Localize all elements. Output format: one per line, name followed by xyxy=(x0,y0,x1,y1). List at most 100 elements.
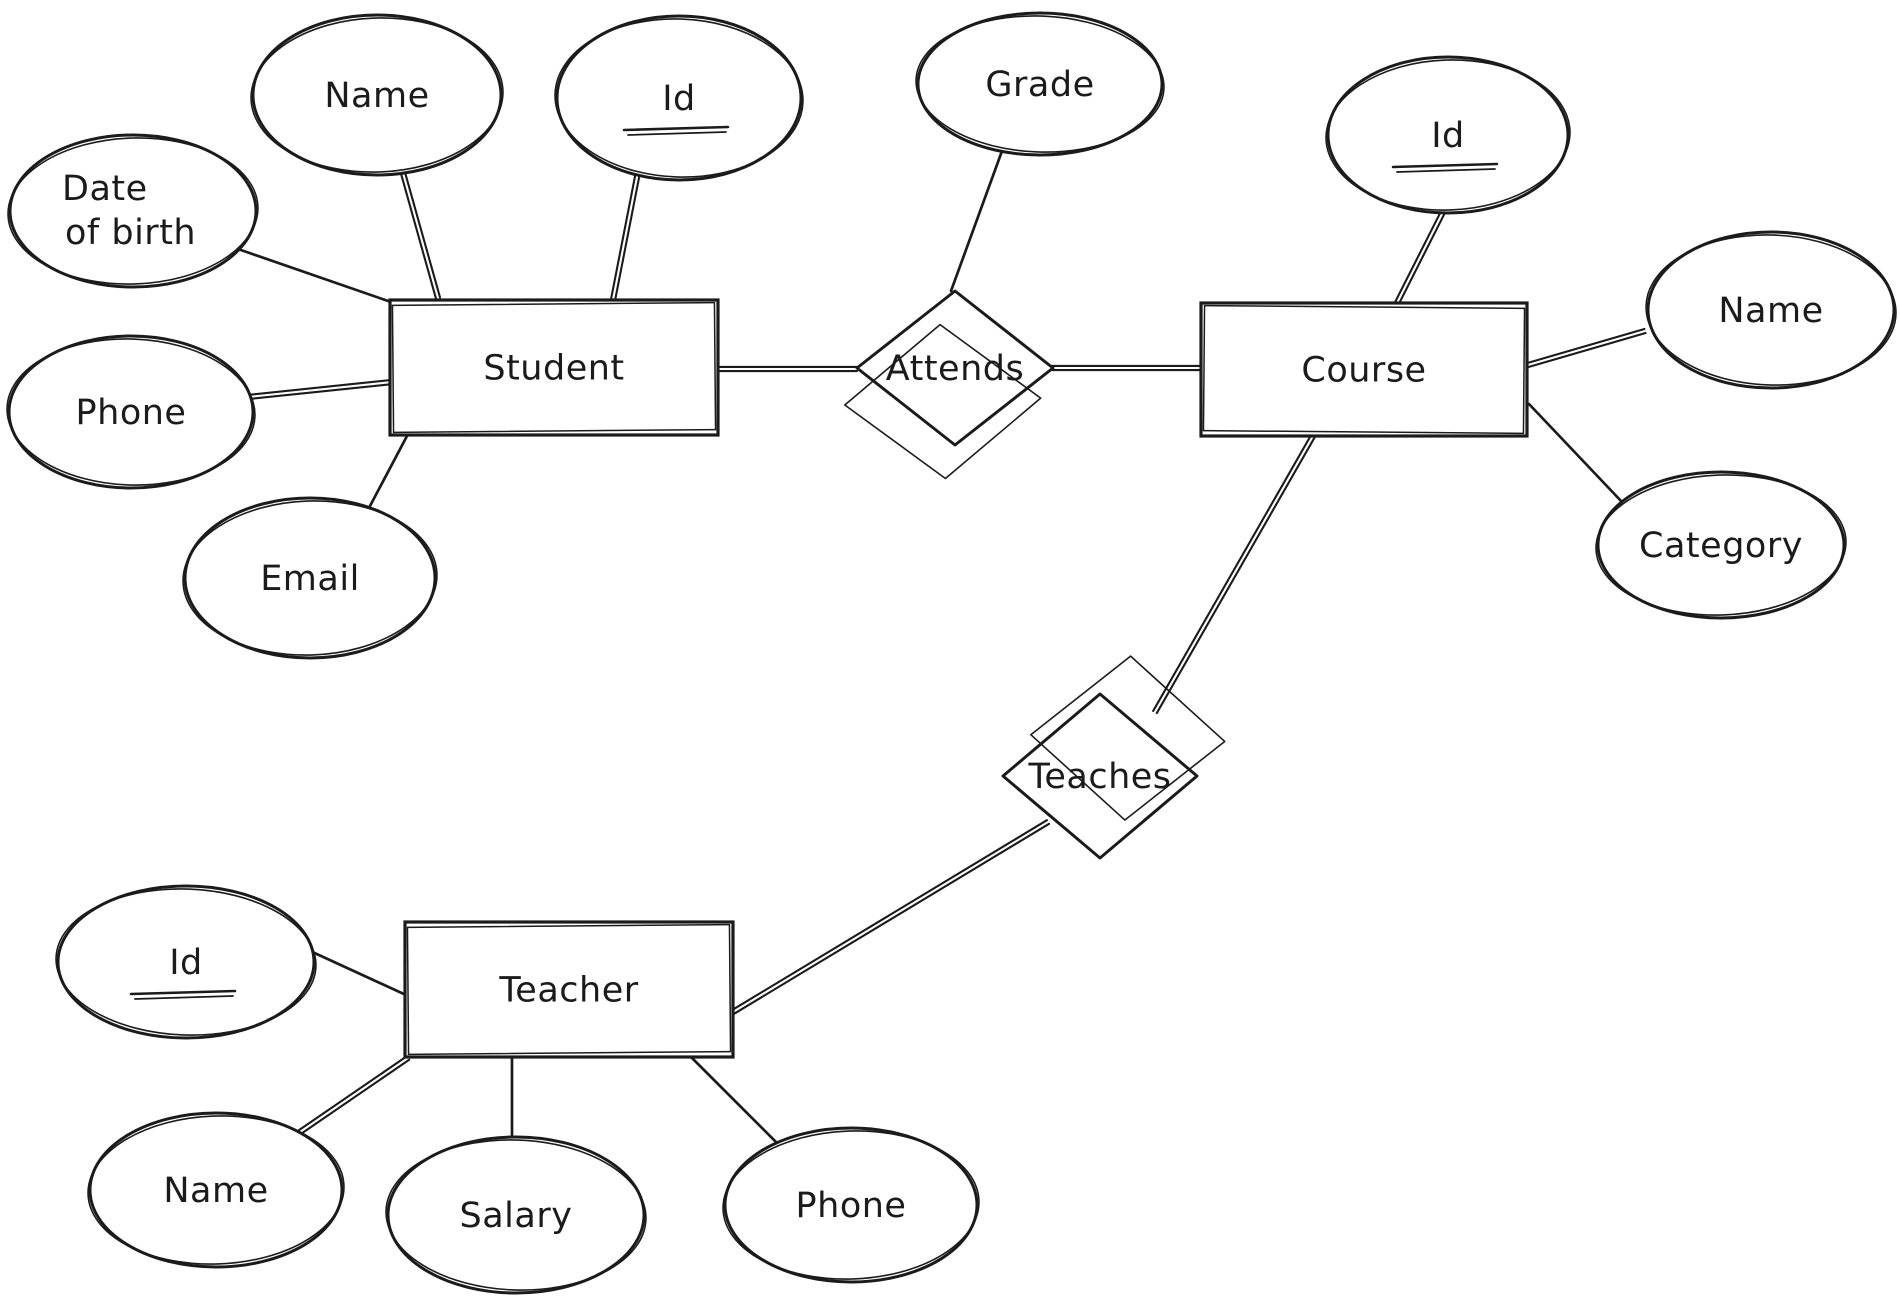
connector-student--attends xyxy=(716,365,859,373)
connector-student-phone--student xyxy=(246,378,394,401)
connector-line xyxy=(247,383,394,401)
relationship-attends: Attends xyxy=(843,289,1055,480)
entity-teacher: Teacher xyxy=(403,920,735,1059)
connector-teacher-name--teacher xyxy=(297,1055,411,1135)
attribute-student-name: Name xyxy=(250,13,504,177)
connector-line xyxy=(246,378,393,396)
connector-line xyxy=(399,172,438,300)
entity-course: Course xyxy=(1199,301,1529,438)
attribute-ellipse-sketch xyxy=(182,500,438,656)
connector-course-name--course xyxy=(1526,327,1647,369)
connector-course--teaches xyxy=(1152,433,1316,715)
attribute-ellipse-sketch xyxy=(7,137,259,285)
attribute-label: Phone xyxy=(796,1186,907,1226)
connector-line xyxy=(368,434,409,508)
attribute-teacher-phone: Phone xyxy=(722,1126,980,1284)
attribute-label: Name xyxy=(163,1171,268,1211)
attribute-student-phone: Phone xyxy=(6,334,256,490)
attribute-student-id: Id xyxy=(554,14,804,182)
connector-line xyxy=(1155,435,1316,715)
connector-attends--course xyxy=(1050,364,1203,372)
entity-box-sketch xyxy=(391,301,717,434)
attribute-teacher-salary: Salary xyxy=(385,1135,647,1295)
connector-line xyxy=(1527,331,1647,369)
connector-student-email--student xyxy=(368,434,409,508)
connector-line xyxy=(1152,433,1313,713)
connector-line xyxy=(949,149,1004,293)
attribute-label: Category xyxy=(1639,526,1803,566)
attribute-ellipse xyxy=(1326,55,1570,215)
connectors xyxy=(236,149,1647,1147)
attribute-ellipse-sketch xyxy=(1595,474,1847,616)
connector-course-category--course xyxy=(1527,402,1624,504)
attribute-label: Id xyxy=(662,79,696,119)
connector-line xyxy=(1527,402,1624,504)
connector-course-id--course xyxy=(1394,208,1447,305)
attribute-ellipse xyxy=(723,1126,979,1284)
attribute-label-line: of birth xyxy=(65,213,196,253)
connector-attends-grade--attends xyxy=(949,149,1004,293)
attribute-ellipse-sketch xyxy=(722,1130,980,1280)
attribute-ellipse xyxy=(251,13,503,177)
attribute-ellipse-sketch xyxy=(6,338,256,486)
attribute-teacher-id: Id xyxy=(55,884,317,1040)
connector-line xyxy=(730,819,1048,1012)
key-underline xyxy=(129,989,237,996)
connector-line xyxy=(1397,209,1447,305)
relationship-diamond-sketch xyxy=(843,323,1042,480)
entity-box xyxy=(403,920,735,1059)
attribute-ellipse xyxy=(1596,470,1846,620)
connector-teaches--teacher xyxy=(730,819,1051,1015)
attribute-label: Grade xyxy=(985,65,1094,105)
attribute-ellipse-sketch xyxy=(250,17,504,173)
relationship-teaches: Teaches xyxy=(1001,655,1226,860)
key-underline-sketch xyxy=(1396,168,1496,173)
relationship-diamond xyxy=(855,289,1055,447)
connector-line xyxy=(236,247,393,304)
entity-label: Teacher xyxy=(498,971,638,1011)
attribute-label: Email xyxy=(260,559,360,599)
attribute-course-category: Category xyxy=(1595,470,1847,620)
key-underline xyxy=(1391,162,1499,169)
connector-line xyxy=(403,171,442,299)
relationship-label: Attends xyxy=(886,349,1024,389)
attribute-attends-grade: Grade xyxy=(915,11,1165,157)
attribute-ellipse-sketch xyxy=(385,1139,647,1291)
attribute-course-name: Name xyxy=(1645,230,1897,390)
attribute-ellipse xyxy=(555,14,803,182)
attribute-label: Id xyxy=(169,943,203,983)
connector-line xyxy=(300,1058,411,1135)
attribute-ellipse xyxy=(1646,230,1896,390)
connector-student-name--student xyxy=(399,171,442,300)
connector-student-dob--student xyxy=(236,247,393,304)
attribute-teacher-name: Name xyxy=(87,1111,345,1269)
relationship-diamond-sketch xyxy=(1030,655,1226,821)
attribute-ellipse xyxy=(916,11,1164,157)
attribute-ellipse xyxy=(56,884,316,1040)
relationship-diamond xyxy=(1001,692,1199,860)
attribute-label: Id xyxy=(1431,116,1465,156)
connector-line xyxy=(1526,327,1646,365)
attribute-label: Salary xyxy=(460,1196,573,1236)
entity-label: Course xyxy=(1301,351,1426,391)
key-underline-sketch xyxy=(627,131,727,136)
connector-teacher-phone--teacher xyxy=(690,1056,781,1147)
attribute-ellipse-sketch xyxy=(1645,234,1897,386)
attribute-ellipse-sketch xyxy=(1325,59,1571,211)
attribute-label-line: Date xyxy=(62,169,148,209)
connector-line xyxy=(690,1056,781,1147)
attribute-ellipse xyxy=(183,496,437,660)
connector-line xyxy=(297,1055,408,1132)
entity-student: Student xyxy=(388,298,720,437)
attribute-ellipse-sketch xyxy=(55,888,317,1036)
connector-teacher-id--teacher xyxy=(306,948,408,997)
connector-line xyxy=(733,822,1051,1015)
attribute-ellipse xyxy=(7,334,255,490)
entity-box xyxy=(1199,301,1529,438)
